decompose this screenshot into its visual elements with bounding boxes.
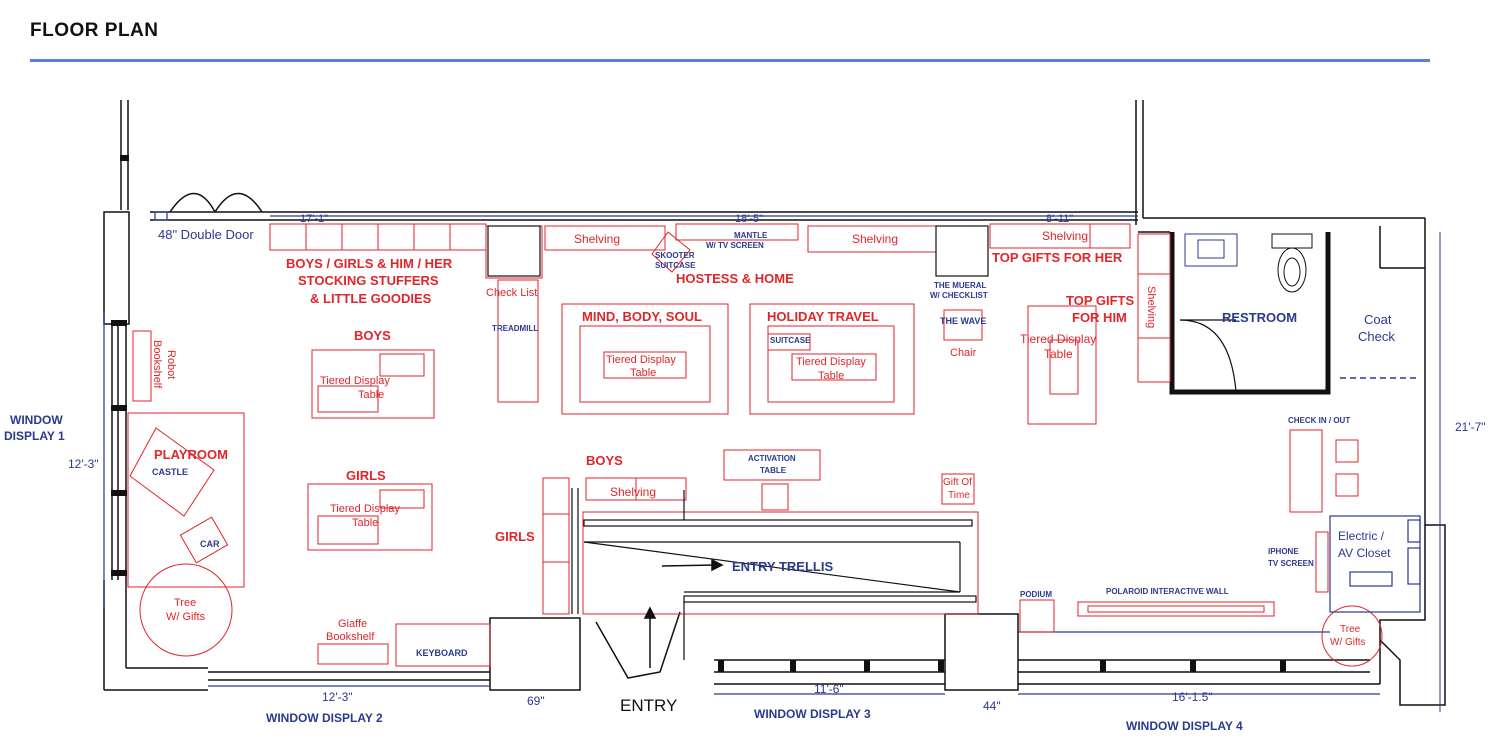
section-girls-lower: GIRLS — [495, 529, 535, 544]
treadmill: TREADMILL — [492, 324, 538, 333]
tree-left-line2: W/ Gifts — [166, 611, 206, 623]
check-in-out: CHECK IN / OUT — [1288, 416, 1350, 425]
section-stocking-line1: BOYS / GIRLS & HIM / HER — [286, 256, 453, 271]
gift-of-time-line1: Gift Of — [943, 477, 972, 488]
section-top-gifts-him-line2: FOR HIM — [1072, 310, 1127, 325]
activation-line1: ACTIVATION — [748, 454, 796, 463]
window-display-4: WINDOW DISPLAY 4 — [1126, 719, 1243, 733]
electric-closet — [1329, 515, 1421, 613]
section-top-gifts-her: TOP GIFTS FOR HER — [992, 250, 1123, 265]
robot-line2: Bookshelf — [151, 340, 163, 389]
section-boys-upper: BOYS — [354, 328, 391, 343]
girls-table: Table — [352, 517, 378, 529]
shelving-vertical: Shelving — [1145, 286, 1157, 328]
skooter-line1: SKOOTER — [655, 251, 695, 260]
dim-left: 12'-3" — [68, 457, 99, 471]
dim-top-mid: 18'-5" — [735, 213, 763, 225]
window-mullions — [111, 155, 1286, 672]
giaffe-line2: Bookshelf — [326, 631, 375, 643]
section-boys-lower: BOYS — [586, 453, 623, 468]
window-display-3: WINDOW DISPLAY 3 — [754, 707, 871, 721]
title-divider — [30, 59, 1430, 62]
shelving-1: Shelving — [574, 232, 620, 246]
mantle-line2: W/ TV SCREEN — [706, 241, 764, 250]
him-table: Table — [1044, 347, 1073, 361]
mueral-line1: THE MUERAL — [934, 281, 987, 290]
electric-line1: Electric / — [1338, 529, 1385, 543]
keyboard: KEYBOARD — [416, 648, 468, 658]
robot-line1: Robot — [165, 350, 177, 379]
section-entry-trellis: ENTRY TRELLIS — [732, 559, 833, 574]
him-tiered: Tiered Display — [1020, 332, 1096, 346]
dimension-lines — [103, 211, 1380, 695]
section-girls-left: GIRLS — [346, 468, 386, 483]
window-display-2: WINDOW DISPLAY 2 — [266, 711, 383, 725]
window-display-1-line1: WINDOW — [10, 413, 63, 427]
podium: PODIUM — [1020, 590, 1052, 599]
mbs-tiered: Tiered Display — [606, 354, 676, 366]
car: CAR — [200, 539, 220, 549]
iphone-line1: IPHONE — [1268, 547, 1299, 556]
electric-line2: AV Closet — [1338, 546, 1391, 560]
section-top-gifts-him-line1: TOP GIFTS — [1066, 293, 1134, 308]
restroom-door — [1179, 319, 1237, 393]
giaffe-line1: Giaffe — [338, 618, 367, 630]
the-wave: THE WAVE — [940, 316, 986, 326]
window-display-1-line2: DISPLAY 1 — [4, 429, 65, 443]
coat-check-line1: Coat — [1364, 312, 1392, 327]
boys-tiered: Tiered Display — [320, 375, 390, 387]
section-stocking-line3: & LITTLE GOODIES — [310, 291, 432, 306]
dim-right: 21'-7" — [1455, 420, 1486, 434]
dim-bottom-4: 44" — [983, 699, 1001, 713]
gift-of-time-line2: Time — [948, 490, 970, 501]
section-playroom: PLAYROOM — [154, 447, 228, 462]
section-restroom: RESTROOM — [1222, 310, 1297, 325]
check-list: Check List — [486, 287, 537, 299]
tree-left-line1: Tree — [174, 597, 196, 609]
girls-tiered: Tiered Display — [330, 503, 400, 515]
skooter-line2: SUITCASE — [655, 261, 696, 270]
section-mind-body-soul: MIND, BODY, SOUL — [582, 309, 702, 324]
dim-top-left: 17'-1" — [300, 213, 328, 225]
entry-label: ENTRY — [620, 696, 677, 715]
boys-table: Table — [358, 389, 384, 401]
dim-top-right: 8'-11" — [1046, 213, 1073, 225]
shelving-3: Shelving — [1042, 229, 1088, 243]
castle: CASTLE — [152, 467, 188, 477]
mbs-table: Table — [630, 367, 656, 379]
dim-bottom-1: 12'-3" — [322, 690, 353, 704]
coat-check-line2: Check — [1358, 329, 1395, 344]
restroom-sink — [1184, 233, 1238, 267]
activation-line2: TABLE — [760, 466, 787, 475]
section-stocking-line2: STOCKING STUFFERS — [298, 273, 439, 288]
toilet-icon — [1271, 233, 1313, 293]
section-holiday-travel: HOLIDAY TRAVEL — [767, 309, 879, 324]
polaroid-wall: POLAROID INTERACTIVE WALL — [1106, 587, 1229, 596]
suitcase: SUITCASE — [770, 336, 811, 345]
ht-tiered: Tiered Display — [796, 356, 866, 368]
chair: Chair — [950, 347, 977, 359]
black-fixtures — [487, 225, 989, 660]
arrows — [643, 558, 724, 668]
ht-table: Table — [818, 370, 844, 382]
tree-right-line2: W/ Gifts — [1330, 637, 1366, 648]
mueral-line2: W/ CHECKLIST — [930, 291, 988, 300]
fixtures — [127, 223, 1383, 667]
shelving-2: Shelving — [852, 232, 898, 246]
dim-bottom-2: 69" — [527, 694, 545, 708]
mantle-line1: MANTLE — [734, 231, 768, 240]
restroom-walls — [1169, 232, 1331, 395]
shelving-lower: Shelving — [610, 485, 656, 499]
dim-bottom-5: 16'-1.5" — [1172, 690, 1213, 704]
page-title: FLOOR PLAN — [30, 20, 159, 41]
tree-right-line1: Tree — [1340, 624, 1361, 635]
iphone-line2: TV SCREEN — [1268, 559, 1314, 568]
dim-bottom-3: 11'-6" — [814, 682, 844, 696]
double-door-label: 48" Double Door — [158, 227, 254, 242]
section-hostess: HOSTESS & HOME — [676, 271, 794, 286]
